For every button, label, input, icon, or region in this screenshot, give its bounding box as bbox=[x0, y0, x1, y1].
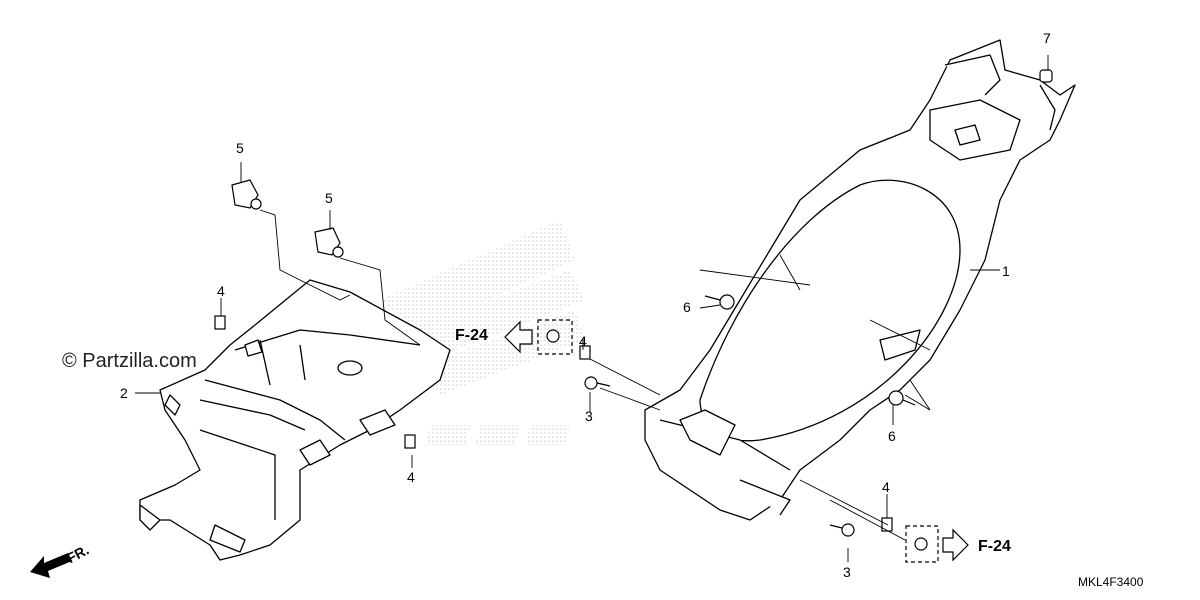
callout-6-right: 6 bbox=[888, 428, 896, 444]
ref-bolt-left bbox=[537, 319, 573, 355]
nut-7 bbox=[1039, 69, 1053, 83]
callout-4-b: 4 bbox=[407, 469, 415, 485]
bolt-6-b bbox=[888, 390, 916, 406]
under-cover-part bbox=[139, 279, 451, 561]
reference-label-right: F-24 bbox=[978, 538, 1011, 555]
callout-3-upper: 3 bbox=[585, 408, 593, 424]
reference-label-left: F-24 bbox=[455, 327, 488, 344]
ref-bolt-right bbox=[905, 525, 939, 563]
nut-4-a bbox=[214, 315, 226, 330]
callout-5-upper: 5 bbox=[236, 140, 244, 156]
bolt-6-a bbox=[704, 294, 735, 310]
diagram-code: MKL4F3400 bbox=[1078, 575, 1144, 589]
luggage-box-part bbox=[644, 39, 1076, 521]
callout-7: 7 bbox=[1043, 30, 1051, 46]
leader-lines bbox=[135, 55, 1049, 562]
callout-1: 1 bbox=[1002, 263, 1010, 279]
callout-4-d: 4 bbox=[882, 479, 890, 495]
callout-4-a: 4 bbox=[217, 283, 225, 299]
clip-5-upper bbox=[231, 179, 262, 210]
clip-5-lower bbox=[314, 227, 344, 258]
callout-3-lower: 3 bbox=[843, 564, 851, 580]
reference-arrow-right-icon bbox=[942, 528, 969, 562]
callout-2: 2 bbox=[120, 385, 128, 401]
nut-4-b bbox=[404, 434, 416, 449]
front-direction-arrow-icon bbox=[30, 553, 72, 578]
reference-arrow-left-icon bbox=[504, 320, 533, 354]
callout-4-c: 4 bbox=[579, 333, 587, 349]
bolt-3-a bbox=[584, 376, 611, 390]
bolt-3-b bbox=[829, 523, 855, 537]
nut-4-c bbox=[579, 345, 591, 360]
honda-logo-backdrop bbox=[380, 220, 585, 445]
callout-5-lower: 5 bbox=[325, 190, 333, 206]
callout-6-left: 6 bbox=[683, 299, 691, 315]
watermark: © Partzilla.com bbox=[62, 350, 197, 372]
